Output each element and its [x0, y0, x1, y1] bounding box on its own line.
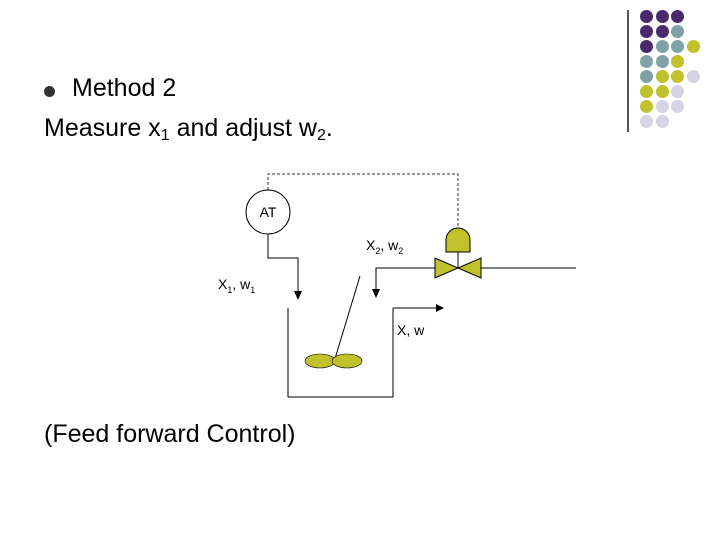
- decorative-dot: [640, 115, 653, 128]
- decorative-dot: [655, 25, 669, 38]
- decorative-dot: [655, 100, 669, 113]
- decorative-dot: [671, 40, 684, 53]
- decorative-dot: [671, 55, 684, 68]
- decorative-dot: [671, 100, 684, 113]
- decorative-dot: [671, 25, 684, 38]
- decorative-dot: [655, 55, 669, 68]
- outlet-label: X, w: [397, 322, 425, 338]
- agitator-blade-left: [304, 353, 336, 369]
- decorative-dot: [640, 10, 653, 23]
- stream1-arrowhead: [294, 291, 302, 300]
- decorative-dot: [655, 85, 669, 98]
- decorative-dot: [655, 115, 669, 128]
- decorative-dot: [640, 100, 653, 113]
- measurement-line: [267, 234, 299, 296]
- decorative-dot: [686, 40, 700, 53]
- decorative-dot: [671, 70, 684, 83]
- valve-actuator: [445, 227, 471, 253]
- decorative-dot: [655, 70, 669, 83]
- decorative-dot: [671, 10, 684, 23]
- agitator-shaft: [333, 275, 361, 363]
- decorative-dot: [640, 70, 653, 83]
- decorative-dot: [655, 10, 669, 23]
- decorative-dot: [640, 40, 653, 53]
- decorative-dot: [640, 55, 653, 68]
- stream2-label: X2, w2: [366, 237, 403, 256]
- stream2-arrowhead: [372, 289, 380, 298]
- decorative-divider-line: [627, 10, 629, 132]
- slide-subtitle: Measure x1 and adjust w2.: [44, 114, 333, 144]
- tank-outline: [287, 308, 394, 398]
- decorative-dot: [655, 40, 669, 53]
- bullet-icon: [44, 86, 55, 97]
- stream1-label: X1, w1: [218, 276, 255, 295]
- slide-title: Method 2: [72, 74, 177, 102]
- decorative-dot: [640, 85, 653, 98]
- decorative-dot: [640, 25, 653, 38]
- valve-left-triangle: [434, 257, 460, 279]
- valve-right-triangle: [456, 257, 482, 279]
- diagram-caption: (Feed forward Control): [44, 420, 296, 448]
- agitator-blade-right: [331, 353, 363, 369]
- decorative-dot: [686, 70, 700, 83]
- decorative-dot: [671, 85, 684, 98]
- outlet-arrowhead: [436, 304, 444, 312]
- analyzer-label: AT: [260, 204, 277, 220]
- signal-line: [267, 173, 459, 228]
- stream2-drop-line: [375, 267, 435, 294]
